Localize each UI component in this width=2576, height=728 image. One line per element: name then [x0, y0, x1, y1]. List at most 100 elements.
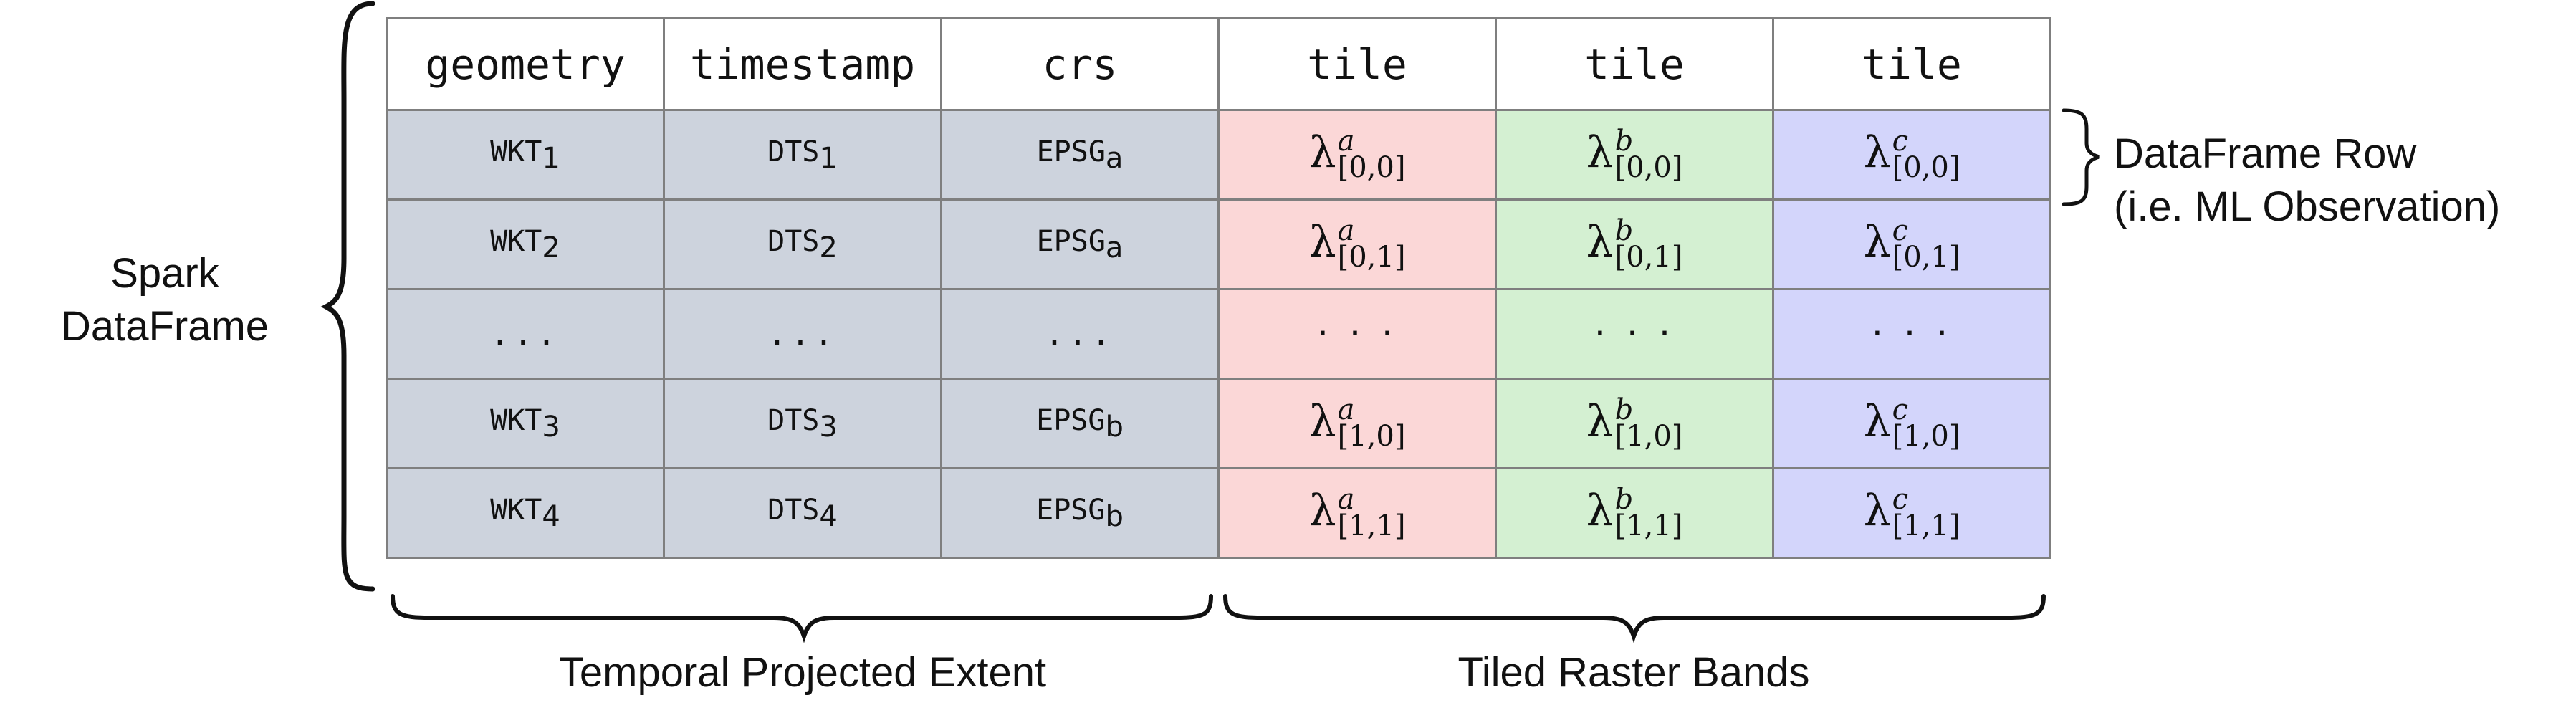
- band-superscript: c: [1892, 125, 1908, 158]
- geometry-ellipsis-cell: ...: [386, 288, 665, 380]
- band-superscript: b: [1614, 393, 1634, 426]
- crs-cell: EPSGb: [940, 467, 1220, 559]
- tile-index-subscript: [1,1]: [1892, 509, 1960, 542]
- geometry-subscript: 4: [542, 499, 560, 533]
- band-superscript: a: [1337, 393, 1355, 426]
- crs-cell: EPSGb: [940, 378, 1220, 469]
- geometry-value: WKT: [490, 403, 542, 437]
- tiled-raster-bands-label: Tiled Raster Bands: [1457, 649, 1810, 696]
- crs-subscript: b: [1105, 499, 1124, 533]
- band-a-ellipsis-cell: · · ·: [1217, 288, 1497, 380]
- geometry-value: WKT: [490, 493, 542, 527]
- timestamp-subscript: 2: [819, 231, 838, 264]
- row-curly-brace: [2062, 108, 2100, 206]
- column-header-timestamp: timestamp: [663, 17, 942, 111]
- spark-dataframe-label: Spark DataFrame: [29, 247, 301, 353]
- crs-cell: EPSGa: [940, 198, 1220, 290]
- tile-index-subscript: [1,0]: [1892, 420, 1960, 453]
- band-superscript: a: [1337, 125, 1355, 158]
- column-header-tile: tile: [1772, 17, 2051, 111]
- timestamp-cell: DTS4: [663, 467, 942, 559]
- geometry-subscript: 3: [542, 410, 560, 444]
- tile-index-subscript: [0,1]: [1614, 241, 1683, 274]
- tile-index-subscript: [0,0]: [1892, 151, 1960, 184]
- band-superscript: a: [1337, 214, 1355, 247]
- timestamp-value: DTS: [767, 493, 820, 527]
- column-header-tile: tile: [1495, 17, 1774, 111]
- geometry-cell: WKT1: [386, 109, 665, 201]
- temporal-projected-extent-label: Temporal Projected Extent: [558, 649, 1047, 696]
- lambda-symbol: λ: [1586, 128, 1614, 178]
- row-label-line1: DataFrame Row: [2114, 130, 2417, 177]
- column-header-crs: crs: [940, 17, 1220, 111]
- row-label-line2: (i.e. ML Observation): [2114, 183, 2501, 230]
- crs-cell: EPSGa: [940, 109, 1220, 201]
- geometry-subscript: 1: [542, 141, 560, 175]
- lambda-symbol: λ: [1586, 486, 1614, 536]
- tile-index-subscript: [1,1]: [1614, 509, 1683, 542]
- lambda-symbol: λ: [1308, 396, 1336, 446]
- tile-index-subscript: [0,0]: [1614, 151, 1683, 184]
- crs-subscript: a: [1105, 141, 1124, 175]
- lambda-symbol: λ: [1863, 396, 1891, 446]
- band-superscript: b: [1614, 483, 1634, 516]
- tile-index-subscript: [1,1]: [1337, 509, 1406, 542]
- crs-value: EPSG: [1036, 403, 1106, 437]
- column-header-tile: tile: [1217, 17, 1497, 111]
- timestamp-ellipsis-cell: ...: [663, 288, 942, 380]
- band-b-ellipsis-cell: · · ·: [1495, 288, 1774, 380]
- spark-label-line1: Spark: [110, 250, 219, 297]
- band-superscript: b: [1614, 214, 1634, 247]
- timestamp-value: DTS: [767, 403, 820, 437]
- geometry-subscript: 2: [542, 231, 560, 264]
- column-header-geometry: geometry: [386, 17, 665, 111]
- timestamp-subscript: 1: [819, 141, 838, 175]
- dataframe-row-label: DataFrame Row (i.e. ML Observation): [2114, 128, 2500, 234]
- lambda-symbol: λ: [1586, 217, 1614, 267]
- timestamp-cell: DTS2: [663, 198, 942, 290]
- tile-index-subscript: [0,1]: [1337, 241, 1406, 274]
- timestamp-cell: DTS3: [663, 378, 942, 469]
- geometry-value: WKT: [490, 224, 542, 258]
- lambda-symbol: λ: [1308, 128, 1336, 178]
- crs-value: EPSG: [1036, 493, 1106, 527]
- bottom-right-curly-brace: [1223, 594, 2046, 643]
- band-superscript: a: [1337, 483, 1355, 516]
- crs-subscript: b: [1105, 410, 1124, 444]
- geometry-cell: WKT2: [386, 198, 665, 290]
- tile-index-subscript: [1,0]: [1614, 420, 1683, 453]
- lambda-symbol: λ: [1308, 486, 1336, 536]
- lambda-symbol: λ: [1863, 217, 1891, 267]
- timestamp-cell: DTS1: [663, 109, 942, 201]
- lambda-symbol: λ: [1863, 128, 1891, 178]
- crs-value: EPSG: [1036, 135, 1106, 168]
